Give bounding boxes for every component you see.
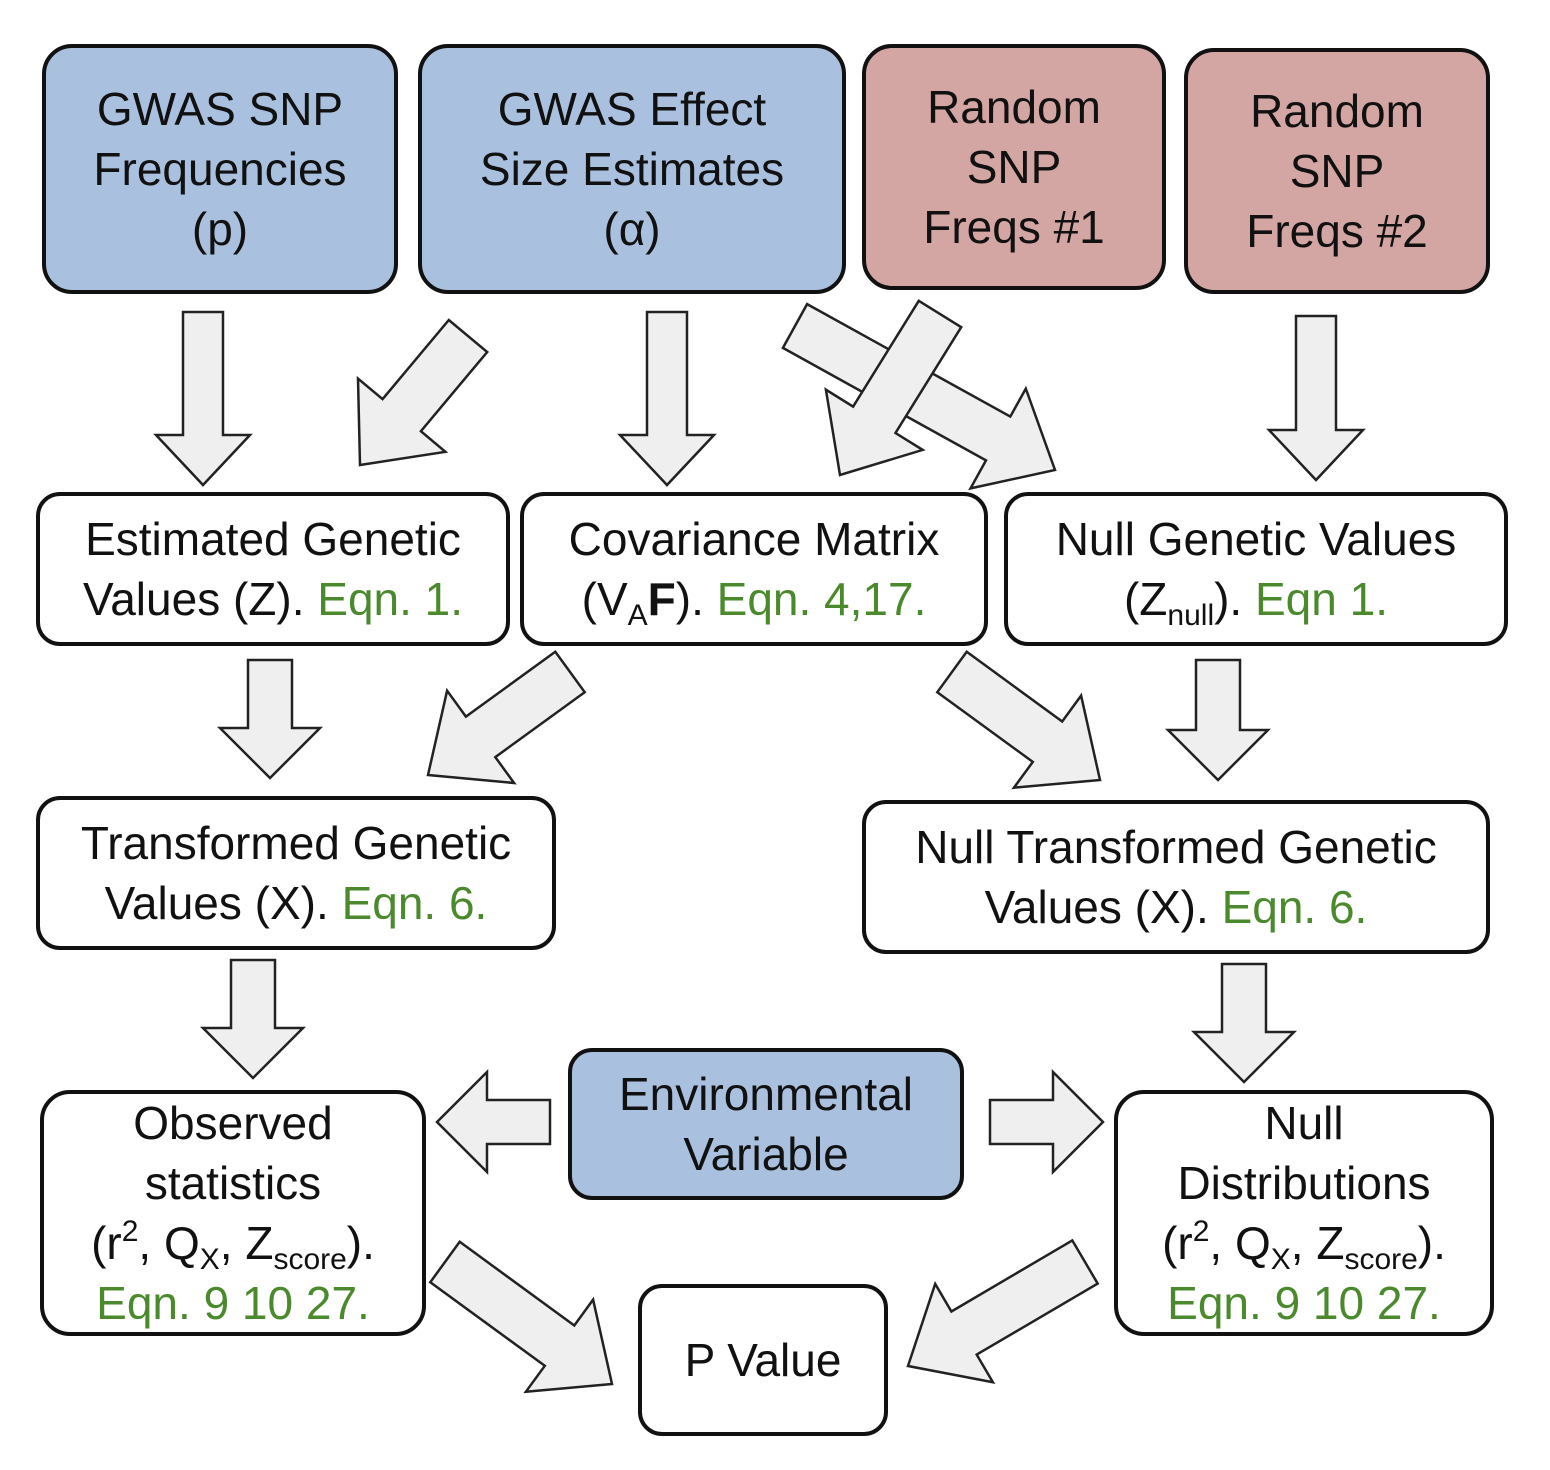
arrow-effect-to-estimated (356, 318, 489, 467)
null-transformed-line-2: Values (X). (984, 881, 1222, 933)
random2-line-1: Random (1250, 85, 1424, 137)
covariance-open: (V (581, 573, 628, 625)
null-values-subscript: null (1167, 599, 1215, 632)
gwas-effect-line-2: Size Estimates (479, 143, 785, 195)
environmental-line-2: Variable (683, 1128, 849, 1180)
estimated-line-2: Values (Z). (82, 573, 318, 625)
random2-line-2: SNP (1289, 145, 1385, 197)
covariance-equation: Eqn. 4,17. (716, 573, 927, 625)
arrow-covariance-to-transformed (426, 650, 587, 785)
gwas-effect-line-1: GWAS Effect (497, 83, 767, 135)
arrow-env-to-null-dist (988, 1068, 1105, 1176)
covariance-close: ). (675, 573, 717, 625)
arrow-covariance-to-null-transformed (935, 650, 1102, 790)
random-snp-freqs-2-box: Random SNP Freqs #2 (1184, 48, 1490, 294)
observed-superscript: 2 (121, 1215, 139, 1248)
covariance-bold-f: F (647, 573, 676, 625)
arrow-null-dist-to-pvalue (906, 1238, 1100, 1384)
environmental-line-1: Environmental (618, 1068, 914, 1120)
transformed-genetic-values-box: Transformed Genetic Values (X). Eqn. 6. (36, 796, 556, 950)
observed-equation: Eqn. 9 10 27. (96, 1277, 370, 1329)
arrow-transformed-to-observed (199, 958, 307, 1080)
observed-line-1: Observed (133, 1097, 333, 1149)
null-dist-formula-3: , Z (1290, 1217, 1345, 1269)
observed-subscript-x: X (199, 1243, 220, 1276)
observed-formula-4: ). (346, 1217, 375, 1269)
null-dist-formula-2: , Q (1209, 1217, 1271, 1269)
transformed-equation: Eqn. 6. (341, 877, 488, 929)
arrow-observed-to-pvalue (428, 1240, 614, 1394)
null-dist-equation: Eqn. 9 10 27. (1167, 1277, 1441, 1329)
null-values-line-1: Null Genetic Values (1055, 513, 1457, 565)
observed-formula-3: , Z (219, 1217, 274, 1269)
arrow-random1-to-covariance (824, 299, 963, 477)
arrow-effect-to-covariance (617, 310, 717, 487)
null-dist-line-2: Distributions (1177, 1157, 1431, 1209)
null-genetic-values-box: Null Genetic Values (Znull). Eqn 1. (1004, 492, 1508, 646)
null-transformed-equation: Eqn. 6. (1221, 881, 1368, 933)
observed-formula-2: , Q (138, 1217, 200, 1269)
arrow-freq-to-estimated (153, 310, 253, 487)
transformed-line-2: Values (X). (104, 877, 342, 929)
null-transformed-line-1: Null Transformed Genetic (915, 821, 1437, 873)
null-dist-subscript-x: X (1270, 1243, 1291, 1276)
arrow-null-values-to-null-transformed (1164, 658, 1272, 782)
observed-statistics-box: Observed statistics (r2, QX, Zscore). Eq… (40, 1090, 426, 1336)
gwas-snp-frequencies-box: GWAS SNP Frequencies (p) (42, 44, 398, 294)
observed-line-2: statistics (144, 1157, 322, 1209)
observed-formula-1: (r (91, 1217, 122, 1269)
null-distributions-box: Null Distributions (r2, QX, Zscore). Eqn… (1114, 1090, 1494, 1336)
arrow-estimated-to-transformed (216, 658, 324, 780)
null-values-open: (Z (1123, 573, 1168, 625)
p-value-label: P Value (684, 1334, 842, 1386)
gwas-effect-size-box: GWAS Effect Size Estimates (α) (418, 44, 846, 294)
covariance-matrix-box: Covariance Matrix (VAF). Eqn. 4,17. (520, 492, 988, 646)
null-dist-subscript-score: score (1344, 1243, 1418, 1276)
arrow-null-transformed-to-null-dist (1190, 962, 1298, 1084)
null-values-equation: Eqn 1. (1255, 573, 1388, 625)
covariance-subscript: A (627, 599, 648, 632)
null-dist-formula-1: (r (1162, 1217, 1193, 1269)
null-dist-superscript: 2 (1192, 1215, 1210, 1248)
estimated-equation: Eqn. 1. (317, 573, 464, 625)
estimated-genetic-values-box: Estimated Genetic Values (Z). Eqn. 1. (36, 492, 510, 646)
observed-subscript-score: score (273, 1243, 347, 1276)
null-dist-formula-4: ). (1417, 1217, 1446, 1269)
environmental-variable-box: Environmental Variable (568, 1048, 964, 1200)
gwas-freq-line-1: GWAS SNP (96, 83, 344, 135)
transformed-line-1: Transformed Genetic (80, 817, 512, 869)
estimated-line-1: Estimated Genetic (85, 513, 461, 565)
arrow-env-to-observed (435, 1068, 552, 1176)
null-values-close: ). (1214, 573, 1255, 625)
null-transformed-genetic-values-box: Null Transformed Genetic Values (X). Eqn… (862, 800, 1490, 954)
random-snp-freqs-1-box: Random SNP Freqs #1 (862, 44, 1166, 290)
random1-line-2: SNP (966, 141, 1062, 193)
random1-line-1: Random (927, 81, 1101, 133)
arrow-random2-to-null-values (1266, 314, 1366, 482)
random1-line-3: Freqs #1 (923, 201, 1105, 253)
p-value-box: P Value (638, 1284, 888, 1436)
random2-line-3: Freqs #2 (1246, 205, 1428, 257)
gwas-effect-line-3: (α) (603, 203, 661, 255)
gwas-freq-line-2: Frequencies (93, 143, 347, 195)
gwas-freq-line-3: (p) (191, 203, 249, 255)
null-dist-line-1: Null (1264, 1097, 1344, 1149)
covariance-line-1: Covariance Matrix (568, 513, 940, 565)
